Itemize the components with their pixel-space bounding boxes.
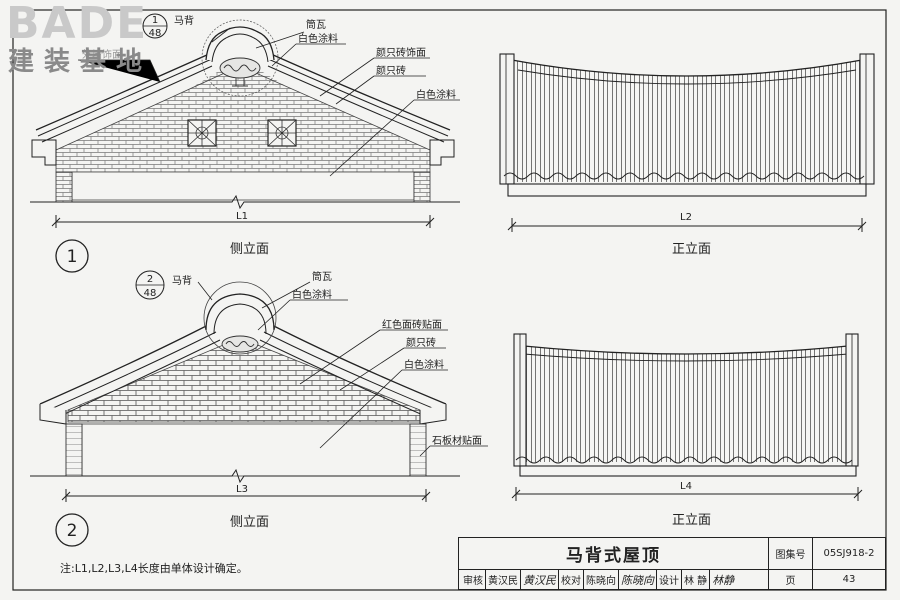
label-mabei-1: 马背 (174, 14, 194, 27)
signature-design: 林静 (712, 573, 735, 587)
drawing-number-2: 2 (67, 521, 78, 541)
name-review: 黄汉民 (486, 570, 521, 589)
detail-index-1: 1 48 (142, 13, 168, 39)
role-design: 设计 (657, 570, 682, 589)
label-tongwa-2: 筒瓦 (312, 270, 332, 283)
label-white-paint-bottom-1: 白色涂料 (416, 88, 456, 101)
label-red-brick-2: 红色面砖贴面 (382, 318, 442, 331)
side-elevation-2: L3 2 48 马背 筒瓦 白色涂料 红色面砖贴面 颜只砖 白色涂料 石板材贴面… (30, 270, 488, 547)
label-white-paint-top-1: 白色涂料 (298, 32, 338, 45)
caption-side-2: 侧立面 (230, 515, 269, 530)
watermark-brand: BADE (6, 0, 149, 49)
label-outer-wall-1: 外墙饰面 (82, 48, 122, 61)
mabei-outline-2 (203, 281, 277, 355)
drawing-number-circle-2 (55, 513, 89, 547)
label-mabei-2: 马背 (172, 274, 192, 287)
white-wall-2 (81, 423, 411, 477)
index-1-bottom: 48 (149, 28, 162, 39)
front-base-2 (519, 465, 857, 477)
page-value: 43 (842, 574, 856, 585)
drawing-note: 注:L1,L2,L3,L4长度由单体设计确定。 (60, 562, 248, 575)
title-block: 马背式屋顶 图集号 05SJ918-2 审核 黄汉民 黄汉民 校对 陈晓向 陈晓… (458, 537, 886, 590)
lattice-window-left (187, 119, 217, 147)
stone-pillar-left (65, 423, 83, 477)
right-pillar (413, 171, 431, 203)
dim-label-l2: L2 (680, 212, 692, 223)
dim-label-l1: L1 (236, 211, 248, 222)
ground-line-2 (30, 468, 460, 484)
dimension-l1: L1 (51, 211, 435, 228)
drawing-title: 马背式屋顶 (459, 538, 769, 570)
right-eave-bracket (429, 139, 455, 166)
atlas-number-value: 05SJ918-2 (813, 538, 885, 570)
index-1-top: 1 (152, 15, 158, 26)
caption-front-2: 正立面 (672, 513, 711, 528)
role-check: 校对 (559, 570, 584, 589)
mabei-ornament-2 (221, 335, 259, 353)
detail-index-2: 2 48 (135, 270, 165, 300)
name-design: 林 静 (682, 570, 711, 589)
name-check: 陈晓向 (584, 570, 619, 589)
drawing-number-1: 1 (67, 247, 78, 267)
mabei-crest-2 (205, 293, 275, 331)
stone-pillar-right (409, 423, 427, 477)
mabei-ornament (219, 57, 261, 87)
label-yanzhi-2: 颜只砖 (406, 336, 436, 349)
signature-row: 审核 黄汉民 黄汉民 校对 陈晓向 陈晓向 设计 林 静 林静 (459, 570, 769, 589)
atlas-number-label: 图集号 (769, 538, 813, 570)
dimension-l3: L3 (61, 484, 431, 502)
caption-front-1: 正立面 (672, 242, 711, 257)
caption-side-1: 侧立面 (230, 242, 269, 257)
left-eave-bracket (31, 139, 57, 166)
drawing-number-circle-1 (55, 239, 89, 273)
label-white-paint-top-2: 白色涂料 (292, 288, 332, 301)
dimension-l4: L4 (511, 481, 863, 501)
lattice-window-right (267, 119, 297, 147)
brick-gable (55, 65, 431, 173)
dim-label-l4: L4 (680, 481, 692, 492)
drawing-frame (12, 9, 887, 591)
watermark-subtitle: 建装基地 (8, 47, 153, 77)
mabei-outline (201, 19, 279, 97)
side-elevation-1: L1 1 48 马背 筒瓦 白色涂料 颜只砖饰面 颜只砖 白色涂料 外墙饰面 侧… (30, 13, 460, 273)
front-end-left-1 (499, 53, 515, 185)
signature-check: 陈晓向 (619, 570, 657, 589)
signature-review: 黄汉民 (521, 570, 559, 589)
front-elevation-1: L2 正立面 (499, 53, 875, 257)
front-end-right-1 (859, 53, 875, 185)
index-2-top: 2 (147, 274, 153, 285)
label-white-paint-bottom-2: 白色涂料 (404, 358, 444, 371)
front-base-1 (507, 183, 867, 197)
mabei-crest (205, 26, 275, 61)
index-2-bottom: 48 (144, 288, 157, 299)
label-tongwa-1: 筒瓦 (306, 18, 326, 31)
white-wall-band (71, 171, 415, 201)
label-stone-face-2: 石板材贴面 (432, 434, 482, 447)
role-review: 审核 (461, 570, 486, 589)
left-pillar (55, 171, 73, 203)
label-tile-face-1: 颜只砖饰面 (376, 46, 426, 59)
front-elevation-2: L4 正立面 (511, 333, 863, 528)
dimension-l2: L2 (507, 212, 867, 232)
dim-label-l3: L3 (236, 484, 248, 495)
label-yanzhi-1: 颜只砖 (376, 64, 406, 77)
ground-line (30, 194, 460, 210)
page-label: 页 (769, 570, 813, 589)
bade-watermark-logo: BADE 建装基地 (6, 2, 176, 80)
